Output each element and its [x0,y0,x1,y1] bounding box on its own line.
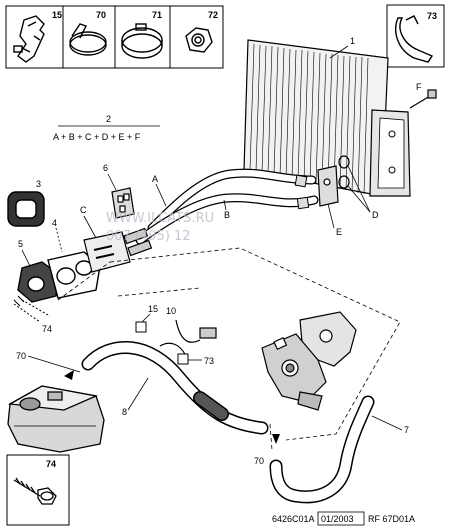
sensor-10[interactable] [159,319,217,357]
label-C: C [80,205,87,215]
inset-72-label: 72 [208,10,218,20]
retaining-clip-icon [395,15,434,63]
inset-15-label: 15 [52,10,62,20]
kit-formula: A + B + C + D + E + F [53,132,141,142]
label-15: 15 [148,304,158,314]
thermostat-housing[interactable] [261,311,357,411]
label-3: 3 [36,179,41,189]
expansion-tank[interactable] [7,385,105,453]
watermark-line-2: 007 (495) 12 [106,229,191,244]
clip-part-icon [13,15,45,63]
label-74: 74 [42,324,52,334]
label-8: 8 [122,407,127,417]
gasket-5[interactable] [17,251,101,303]
footer-code-1: 6426C01A [272,514,315,524]
label-5: 5 [18,239,23,249]
assembly-outline [57,247,401,451]
label-D: D [372,210,379,220]
connector-6[interactable] [111,187,135,219]
gaskets-d[interactable] [338,155,350,189]
label-F: F [416,82,422,92]
inset-15[interactable]: 15 [5,5,64,69]
marker-15[interactable] [135,321,147,333]
label-73: 73 [204,356,214,366]
label-4: 4 [52,218,57,228]
marker-73[interactable] [177,353,189,365]
label-70-upper: 70 [16,351,26,361]
screw-icon [13,477,57,505]
plate-c[interactable] [83,227,153,273]
flange-e[interactable] [317,165,339,207]
inset-73-label: 73 [427,11,437,21]
screws-74[interactable] [13,295,51,323]
hose-8[interactable] [81,340,269,435]
label-6: 6 [103,163,108,173]
inset-73[interactable]: 73 [386,4,445,68]
screw-f[interactable] [409,89,437,109]
footer-code-2: RF 67D01A [368,514,415,524]
watermark-line-1: WWW.ILCATS.RU [106,211,214,226]
heater-core[interactable] [243,39,411,197]
inset-74-label: 74 [46,459,56,469]
inset-71-label: 71 [152,10,162,20]
label-E: E [336,227,342,237]
inset-74[interactable]: 74 [6,454,70,526]
band-clamp-icon [121,23,163,59]
label-7: 7 [404,425,409,435]
hex-nut-icon [185,27,213,53]
seal-3[interactable] [7,191,45,227]
label-70-lower: 70 [254,456,264,466]
inset-71[interactable]: 71 [114,5,171,69]
inset-70-label: 70 [96,10,106,20]
hose-clamp-icon [69,23,107,56]
inset-70[interactable]: 70 [62,5,116,69]
inset-72[interactable]: 72 [169,5,224,69]
footer: 6426C01A 01/2003 RF 67D01A [272,511,415,526]
label-B: B [224,210,230,220]
label-10: 10 [166,306,176,316]
footer-date: 01/2003 [321,514,354,524]
label-2: 2 [106,114,111,124]
label-A: A [152,174,158,184]
hose-7[interactable] [269,395,375,504]
label-1: 1 [350,36,355,46]
